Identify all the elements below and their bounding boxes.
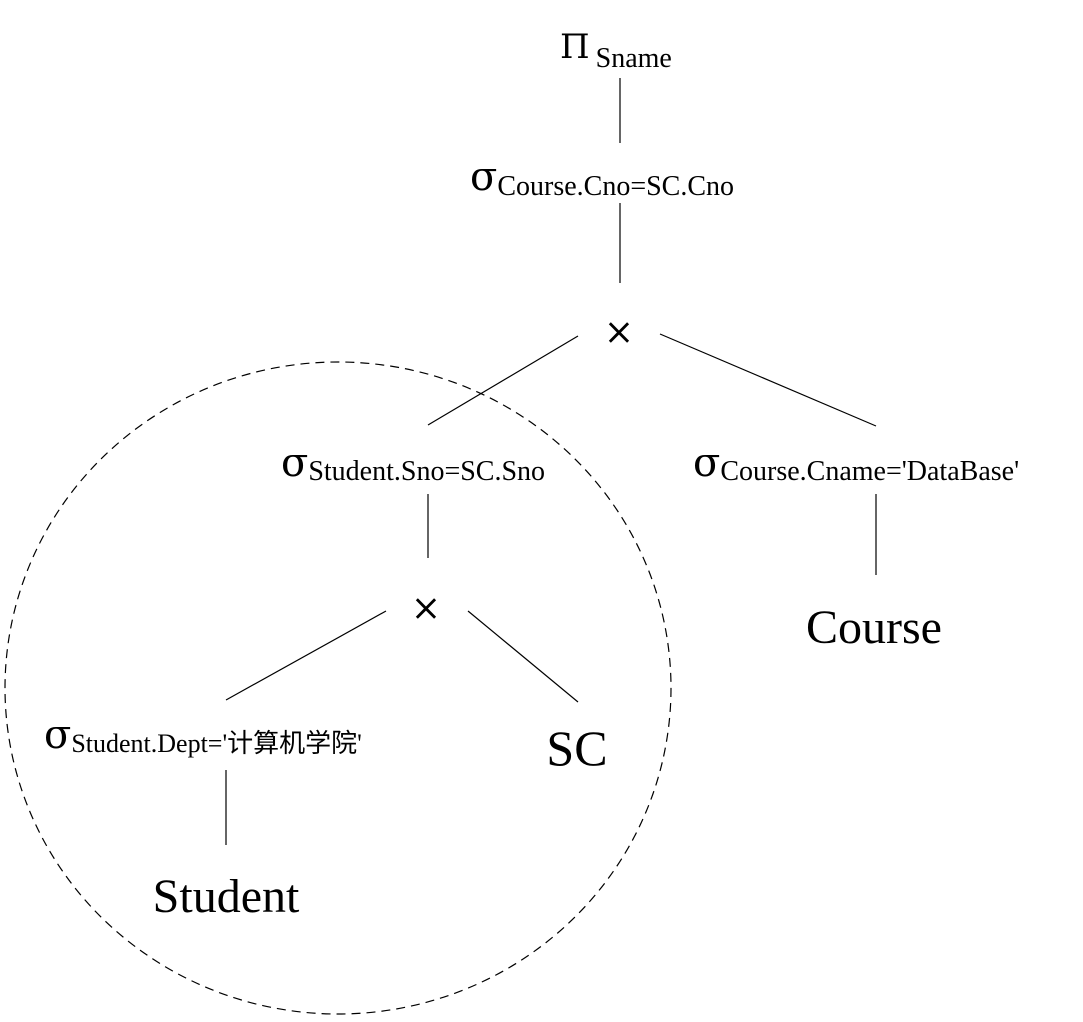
subtree-highlight-circle	[4, 361, 672, 1015]
selection-condition: Student.Sno=SC.Sno	[308, 456, 545, 487]
selection-condition: Student.Dept='计算机学院'	[71, 729, 362, 758]
selection-node-student-dept: σStudent.Dept='计算机学院'	[44, 712, 362, 758]
selection-condition: Course.Cno=SC.Cno	[497, 171, 734, 202]
edge-product-to-select-course-name	[659, 333, 877, 427]
cartesian-product-node-top: ×	[604, 312, 634, 353]
selection-symbol: σ	[281, 440, 308, 486]
edge-product-to-sc	[467, 610, 579, 703]
edge-product-to-select-student-sc	[427, 335, 579, 426]
relation-course: Course	[806, 601, 942, 654]
projection-symbol: Π	[560, 27, 590, 67]
projection-attribute: Sname	[596, 43, 672, 74]
selection-node-course-sc: σCourse.Cno=SC.Cno	[470, 154, 734, 202]
selection-symbol: σ	[693, 440, 720, 486]
selection-symbol: σ	[44, 712, 71, 758]
relation-sc: SC	[546, 720, 607, 776]
selection-node-student-sc: σStudent.Sno=SC.Sno	[281, 440, 545, 487]
relation-student: Student	[153, 870, 300, 923]
selection-node-course-name: σCourse.Cname='DataBase'	[693, 440, 1019, 487]
edge-product-to-select-student-dept	[225, 610, 387, 701]
selection-condition: Course.Cname='DataBase'	[720, 456, 1019, 487]
cartesian-product-node-bottom: ×	[411, 588, 441, 629]
selection-symbol: σ	[470, 154, 497, 200]
